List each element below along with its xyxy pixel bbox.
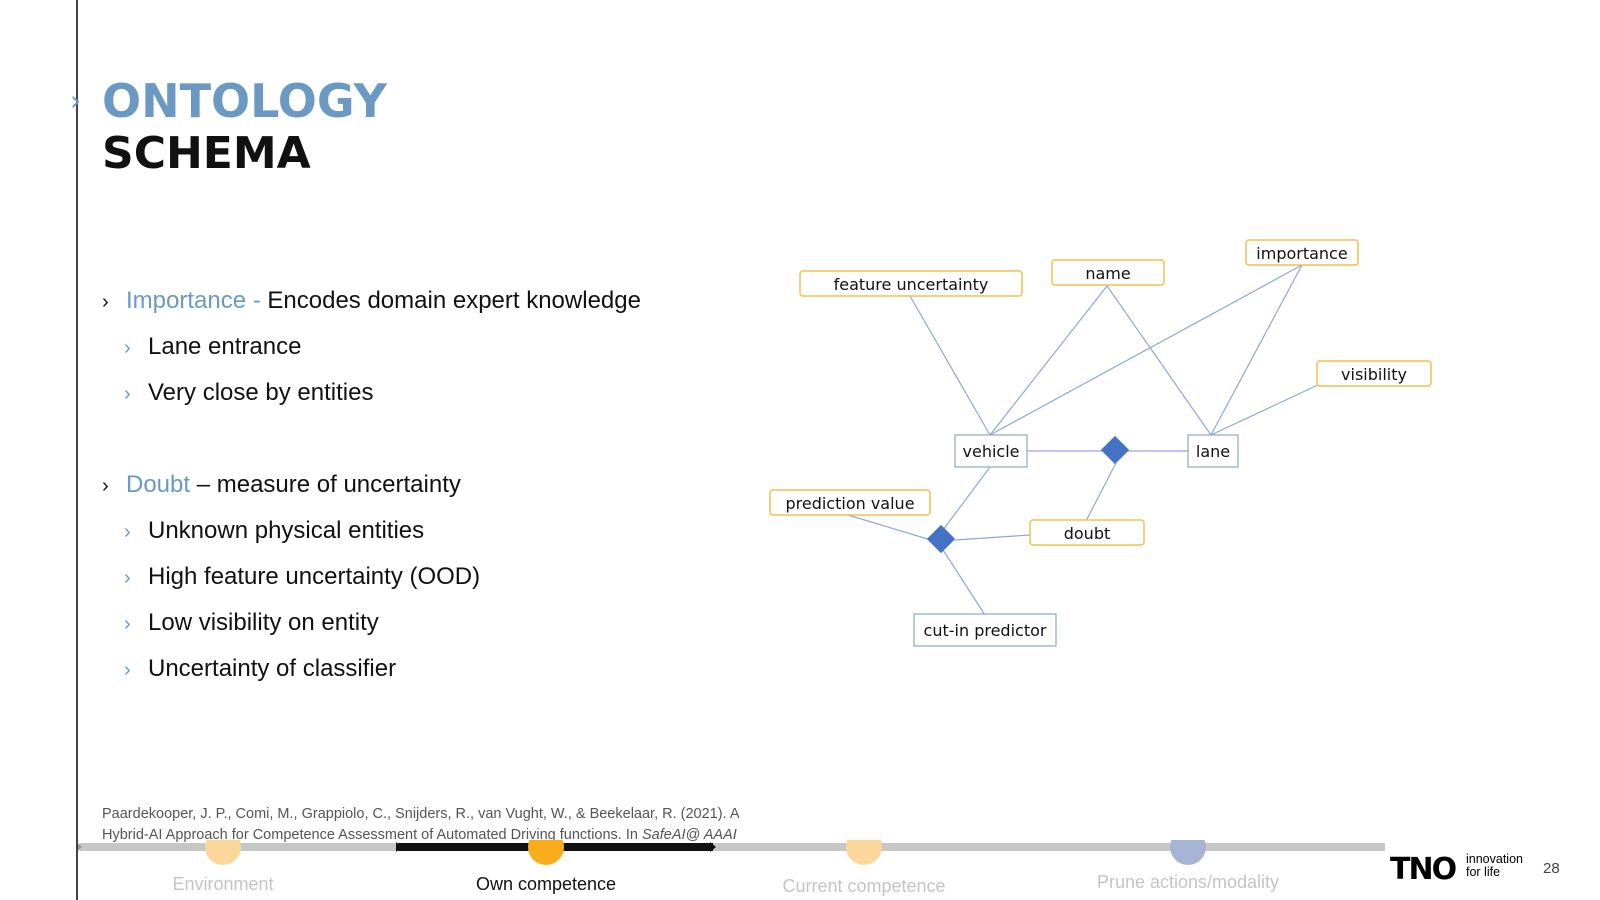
sub-bullet-text: High feature uncertainty (OOD) [148,563,481,590]
ontology-diagram: feature uncertainty name importance visi… [769,239,1432,647]
sub-bullet: › Lane entrance [124,333,301,361]
edge-name-vehicle [989,285,1108,436]
node-doubt: doubt [1064,524,1111,543]
sub-bullet: › Very close by entities [124,379,373,407]
step-dot-prune-actions[interactable] [1170,840,1206,865]
importance-desc: Encodes domain expert knowledge [267,287,641,314]
sub-bullet: › Uncertainty of classifier [124,655,396,683]
sub-bullet: › Unknown physical entities [124,517,424,545]
tno-tagline: innovation for life [1466,853,1523,879]
diagram-nodes: feature uncertainty name importance visi… [769,239,1432,647]
node-box [1051,259,1165,286]
edge-importance-lane [1210,264,1303,436]
sub-bullet-text: Uncertainty of classifier [148,655,397,682]
node-box [1316,360,1432,387]
bullet-chevron-icon: › [102,291,109,313]
sub-chevron-icon: › [124,383,131,405]
tno-logo: TNO [1390,852,1457,887]
bullet-doubt: › Doubt – measure of uncertainty [102,471,461,499]
importance-term: Importance - [126,287,268,314]
sub-bullet: › High feature uncertainty (OOD) [124,563,480,591]
node-box [1187,434,1239,468]
progress-chevron-icon [710,842,716,852]
doubt-term: Doubt [126,471,191,498]
node-lane: lane [1196,442,1230,461]
step-label-environment[interactable]: Environment [172,874,273,894]
relation-diamond [1100,435,1130,465]
node-box [913,613,1057,647]
citation: Paardekooper, J. P., Comi, M., Grappiolo… [102,804,822,846]
doubt-desc: – measure of uncertainty [190,471,461,498]
step-dot-own-competence[interactable] [528,840,564,865]
sub-chevron-icon: › [124,613,131,635]
step-label-prune-actions[interactable]: Prune actions/modality [1097,872,1279,892]
sub-chevron-icon: › [124,521,131,543]
relation-diamond [926,524,956,554]
node-box [799,270,1023,297]
step-label-own-competence[interactable]: Own competence [476,874,616,894]
title-chevron-icon: › [70,84,82,117]
edge-prediction-diamond [847,514,932,541]
citation-line2: Hybrid-AI Approach for Competence Assess… [102,827,737,843]
diagram-edges [847,264,1321,616]
step-dot-environment[interactable] [205,840,241,865]
node-visibility: visibility [1341,365,1407,384]
sub-bullet-text: Low visibility on entity [148,609,379,636]
edge-name-lane [1106,285,1212,436]
edge-vehicle-diamond [942,466,991,531]
progress-chevron-icon [396,842,402,852]
node-vehicle: vehicle [963,442,1020,461]
citation-venue: SafeAI@ AAAI [642,827,737,843]
edge-visibility-lane [1210,383,1321,436]
title-schema: SCHEMA [102,128,311,179]
diagram-relations [926,435,1130,554]
title-ontology: ONTOLOGY [102,74,387,128]
node-name: name [1085,264,1130,283]
node-feature-uncertainty: feature uncertainty [834,275,989,294]
progress-start-chevron-icon [78,843,82,851]
sub-bullet: › Low visibility on entity [124,609,379,637]
sub-chevron-icon: › [124,659,131,681]
node-box [769,489,931,516]
node-importance: importance [1256,244,1347,263]
bullet-chevron-icon: › [102,475,109,497]
node-box [1245,239,1359,266]
edge-importance-vehicle [989,264,1303,436]
step-dot-current-competence[interactable] [846,840,882,865]
node-box [1029,519,1145,546]
tagline-line1: innovation [1466,852,1523,866]
edge-diamond-doubt2 [954,534,1031,541]
sub-bullet-text: Very close by entities [148,379,374,406]
bullet-importance: › Importance - Encodes domain expert know… [102,287,641,315]
edge-feature-vehicle [909,295,991,436]
sub-bullet-text: Lane entrance [148,333,302,360]
sub-chevron-icon: › [124,567,131,589]
sub-chevron-icon: › [124,337,131,359]
node-cut-in-predictor: cut-in predictor [924,621,1047,640]
node-box [954,434,1028,468]
edge-diamond-doubt [1085,462,1117,522]
sub-bullet-text: Unknown physical entities [148,517,425,544]
page-number: 28 [1543,860,1560,877]
node-prediction-value: prediction value [785,494,914,513]
step-label-current-competence[interactable]: Current competence [782,876,945,896]
edge-diamond-cutin [942,549,986,616]
tagline-line2: for life [1466,865,1501,879]
progress-bar: Environment Own competence Current compe… [78,840,1385,896]
citation-line1: Paardekooper, J. P., Comi, M., Grappiolo… [102,806,740,822]
left-vertical-rule [76,0,78,900]
